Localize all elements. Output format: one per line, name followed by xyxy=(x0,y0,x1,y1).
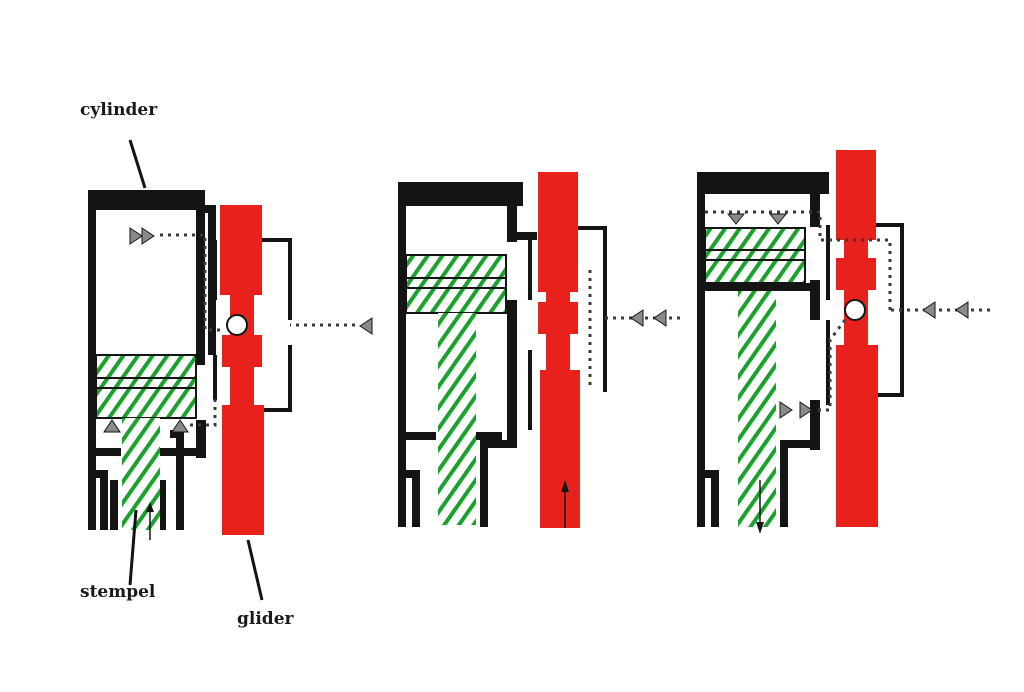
glider-leader-line xyxy=(246,539,264,601)
glider-spool xyxy=(538,172,580,528)
cylinder-housing xyxy=(697,172,829,527)
flow-arrowheads xyxy=(726,213,969,419)
flow-path xyxy=(705,210,990,412)
panel-stage-2 xyxy=(398,172,680,528)
panel-stage-1 xyxy=(88,139,373,601)
flow-arrowheads xyxy=(630,309,667,327)
cylinder-leader-line xyxy=(128,139,147,189)
flow-path xyxy=(160,233,355,427)
piston xyxy=(95,354,197,419)
check-ball xyxy=(844,299,866,321)
piston xyxy=(704,227,806,284)
valve-body xyxy=(528,226,607,430)
cylinder-housing xyxy=(88,190,216,530)
glider-spool xyxy=(220,205,264,535)
stempel-rod xyxy=(738,291,776,534)
panel-stage-3 xyxy=(697,150,990,534)
glider-spool xyxy=(836,150,878,527)
check-ball xyxy=(226,314,248,336)
flow-arrowheads xyxy=(103,227,373,433)
stempel-leader-line xyxy=(128,509,138,586)
glider-label: glider xyxy=(237,609,294,629)
valve-body xyxy=(213,238,292,412)
cylinder-housing xyxy=(398,182,537,527)
cylinder-label: cylinder xyxy=(80,100,158,120)
stempel-label: stempel xyxy=(80,582,156,602)
piston xyxy=(405,254,507,314)
glider-motion-arrow xyxy=(561,480,569,528)
stempel-rod xyxy=(438,313,476,525)
stempel-rod xyxy=(122,418,160,540)
